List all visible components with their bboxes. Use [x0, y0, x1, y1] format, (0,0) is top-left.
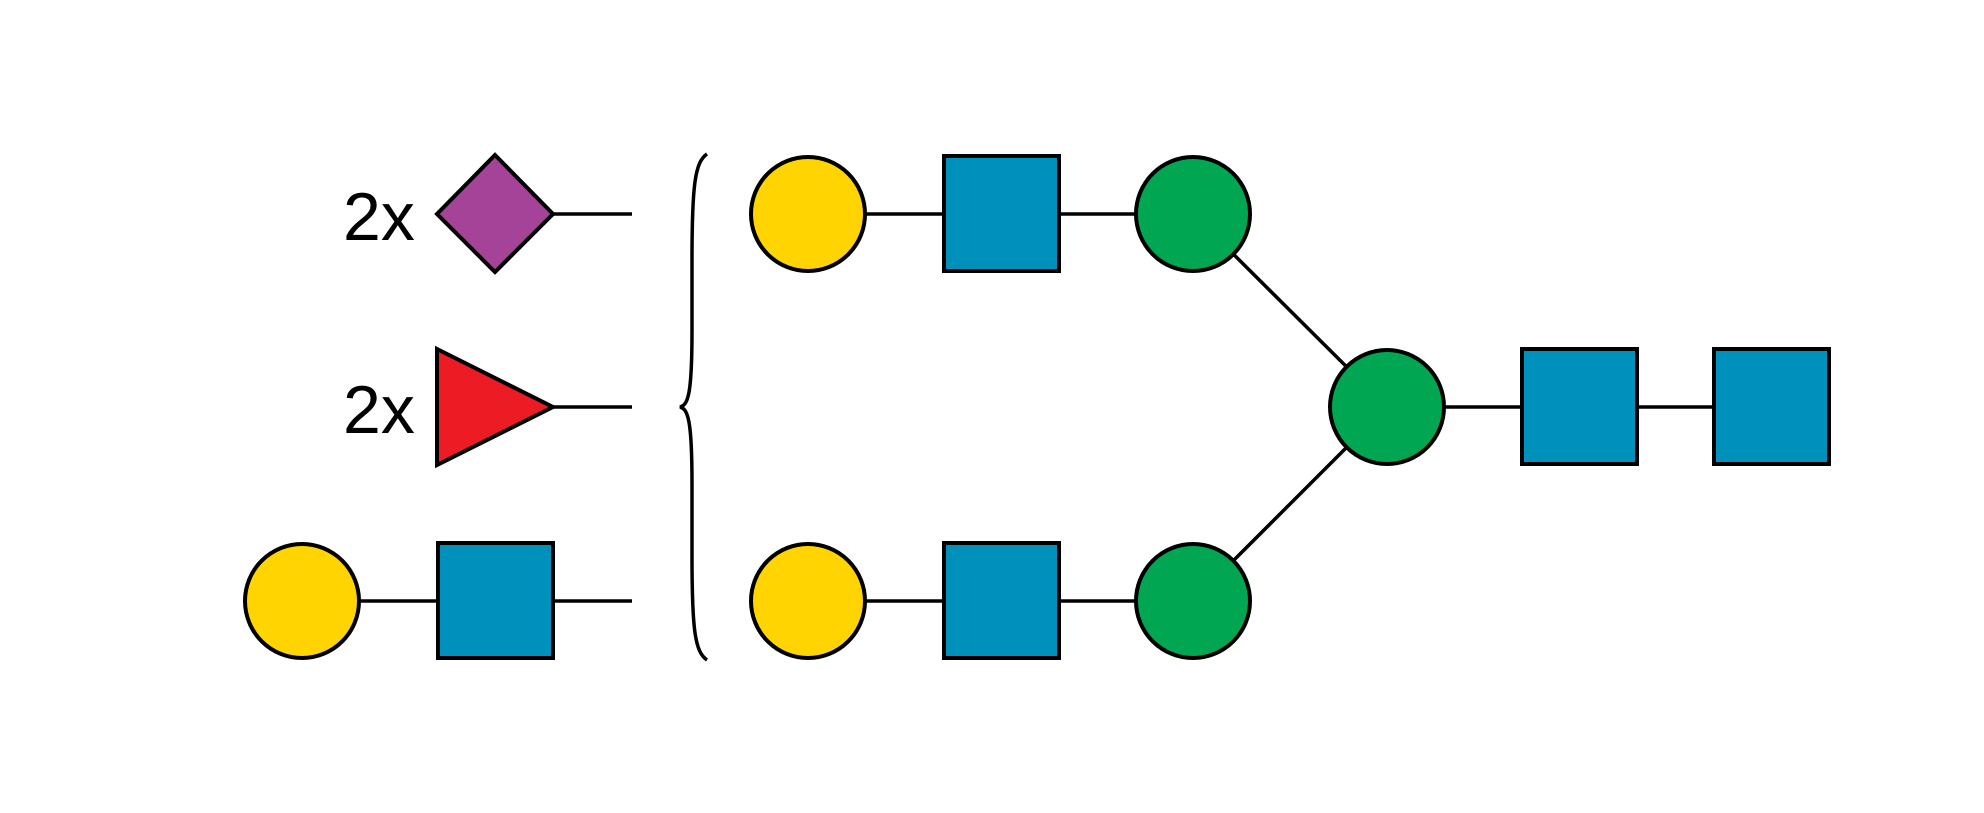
galactose-circle-icon: [243, 542, 361, 660]
glcnac-square-icon: [1520, 347, 1639, 466]
galactose-circle-icon: [749, 155, 867, 273]
fucose-count-label: 2x: [343, 372, 415, 448]
mannose-circle-icon: [1134, 155, 1252, 273]
glcnac-square-icon: [1712, 347, 1831, 466]
mannose-circle-icon: [1328, 348, 1446, 466]
bracket-icon: [679, 152, 709, 662]
neuac-diamond-icon: [434, 152, 556, 275]
glcnac-square-icon: [436, 541, 555, 660]
neuac-count-label: 2x: [343, 179, 415, 255]
galactose-circle-icon: [749, 542, 867, 660]
glcnac-square-icon: [942, 154, 1061, 273]
glcnac-square-icon: [942, 541, 1061, 660]
mannose-circle-icon: [1134, 542, 1252, 660]
fucose-triangle-icon: [435, 345, 558, 469]
